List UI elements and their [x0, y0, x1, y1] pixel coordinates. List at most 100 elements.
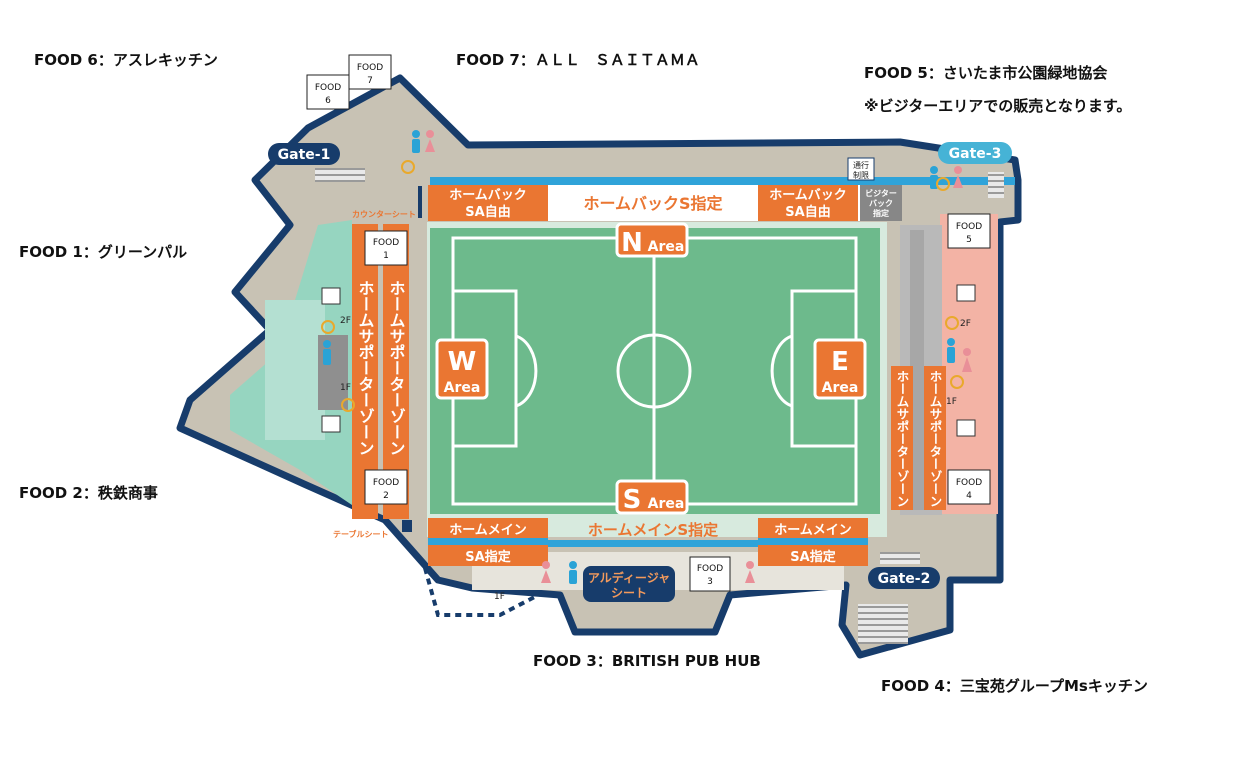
n-area-badge[interactable]: N Area	[615, 222, 689, 258]
home-main-west-line2: SA指定	[465, 549, 510, 565]
food-box-4-word: FOOD	[956, 478, 982, 488]
food5-note: ※ビジターエリアでの販売となります。	[864, 97, 1132, 115]
gate-2-badge[interactable]: Gate-2	[868, 567, 940, 589]
s-area-letter: S	[623, 485, 642, 515]
home-back-sa-west-line2: SA自由	[465, 204, 510, 220]
food-box-4[interactable]: FOOD 4	[947, 469, 991, 505]
south-1f-dashed	[423, 567, 549, 617]
visitor-back-seat[interactable]	[860, 185, 902, 221]
no-pass-sign	[847, 157, 875, 181]
n-area-word: Area	[648, 239, 685, 255]
home-main-west-divider	[428, 538, 548, 545]
food-box-4-num: 4	[966, 491, 972, 501]
home-supporter-east-2-label: ホームサポーターゾーン	[928, 370, 943, 508]
home-back-sa-east[interactable]	[758, 185, 858, 221]
food-box-3-word: FOOD	[697, 564, 723, 574]
visitor-back-line2: バック	[869, 198, 893, 208]
home-back-sa-east-line2: SA自由	[785, 204, 830, 220]
food-box-6-num: 6	[325, 96, 331, 106]
home-supporter-east-1[interactable]	[891, 366, 913, 510]
restroom-icon-ne	[930, 166, 963, 189]
s-area-badge[interactable]: S Area	[615, 479, 689, 515]
food-box-3-num: 3	[707, 577, 713, 587]
elevator-e-2	[956, 419, 976, 437]
no-pass-line2: 制限	[853, 170, 869, 180]
home-main-s-label[interactable]: ホームメインS指定	[588, 521, 718, 539]
stairs-ne	[988, 172, 1004, 198]
home-main-east-divider	[758, 538, 868, 545]
counter-seat-dots	[418, 186, 422, 218]
home-main-east-line2: SA指定	[790, 549, 835, 565]
home-main-east-line1: ホームメイン	[774, 523, 852, 538]
ardija-seat-line1: アルディージャ	[588, 570, 670, 585]
home-supporter-west-2-label: ホームサポーターゾーン	[387, 280, 406, 456]
south-walkway	[428, 540, 868, 547]
food2-label: FOOD 2：秩鉄商事	[19, 484, 158, 502]
food-box-2[interactable]: FOOD 2	[364, 469, 408, 505]
food-box-2-num: 2	[383, 491, 389, 501]
food7-label: FOOD 7：ＡＬＬ ＳＡＩＴＡＭＡ	[456, 51, 700, 69]
wheelchair-icon-nw	[401, 160, 415, 174]
gate-3-badge[interactable]: Gate-3	[938, 142, 1012, 164]
table-seat-label: テーブルシート	[333, 529, 389, 539]
food-box-5[interactable]: FOOD 5	[947, 213, 991, 249]
food-box-1[interactable]: FOOD 1	[364, 230, 408, 266]
home-supporter-east-2[interactable]	[924, 366, 946, 510]
restroom-icon-nw	[412, 130, 435, 153]
gate-3-label: Gate-3	[949, 146, 1002, 162]
restroom-icon-w	[323, 340, 331, 365]
ardija-seat-badge[interactable]: アルディージャ シート	[583, 566, 675, 602]
food-box-7-word: FOOD	[357, 63, 383, 73]
gate-2-label: Gate-2	[878, 571, 931, 587]
food1-label: FOOD 1：グリーンパル	[19, 243, 188, 261]
stairs-se	[858, 604, 908, 644]
w-area-badge[interactable]: W Area	[435, 338, 489, 400]
food5-label: FOOD 5：さいたま市公園緑地協会	[864, 64, 1108, 82]
elevator-e-1	[956, 284, 976, 302]
food-box-6-word: FOOD	[315, 83, 341, 93]
wheelchair-icon-e1	[945, 316, 959, 330]
home-supporter-east-1-label: ホームサポーターゾーン	[895, 370, 910, 508]
restroom-icon-e	[947, 338, 972, 372]
home-back-sa-west[interactable]	[428, 185, 548, 221]
s-area-word: Area	[648, 496, 685, 512]
visitor-back-line3: 指定	[873, 208, 889, 218]
wheelchair-icon-e2	[950, 375, 964, 389]
north-walkway	[430, 177, 1015, 185]
visitor-back-line1: ビジター	[865, 188, 897, 198]
w-area-word: Area	[444, 380, 481, 396]
food-box-1-word: FOOD	[373, 238, 399, 248]
gate-1-badge[interactable]: Gate-1	[268, 143, 340, 165]
floor-1f-south: 1F	[494, 592, 505, 602]
home-back-s-label[interactable]: ホームバックS指定	[583, 194, 722, 213]
food-box-7[interactable]: FOOD 7	[348, 54, 392, 90]
food-box-2-word: FOOD	[373, 478, 399, 488]
food-box-3[interactable]: FOOD 3	[689, 556, 731, 592]
elevator-w-2	[321, 415, 341, 433]
gate-1-label: Gate-1	[278, 147, 331, 163]
food-box-6[interactable]: FOOD 6	[306, 74, 350, 110]
food3-label: FOOD 3：BRITISH PUB HUB	[533, 652, 761, 670]
food6-label: FOOD 6：アスレキッチン	[34, 51, 218, 69]
home-back-sa-west-line1: ホームバック	[449, 188, 527, 203]
e-area-letter: E	[831, 347, 849, 377]
floor-1f-west: 1F	[340, 383, 351, 393]
food-box-7-num: 7	[367, 76, 373, 86]
west-stairs	[265, 300, 325, 440]
food-box-5-num: 5	[966, 235, 972, 245]
table-seat-dots	[402, 520, 412, 532]
stairs-s	[880, 552, 920, 564]
no-pass-line1: 通行	[853, 160, 869, 170]
wheelchair-icon-w1	[321, 320, 335, 334]
ardija-seat-line2: シート	[611, 586, 647, 600]
elevator-w-1	[321, 287, 341, 305]
food-box-5-word: FOOD	[956, 222, 982, 232]
counter-seat-label: カウンターシート	[352, 209, 416, 219]
floor-2f-west: 2F	[340, 316, 351, 326]
food4-label: FOOD 4：三宝苑グループMsキッチン	[881, 677, 1148, 695]
home-supporter-west-1-label: ホームサポーターゾーン	[356, 280, 375, 456]
e-area-badge[interactable]: E Area	[813, 338, 867, 400]
east-grey-column	[910, 230, 924, 510]
floor-2f-east: 2F	[960, 319, 971, 329]
